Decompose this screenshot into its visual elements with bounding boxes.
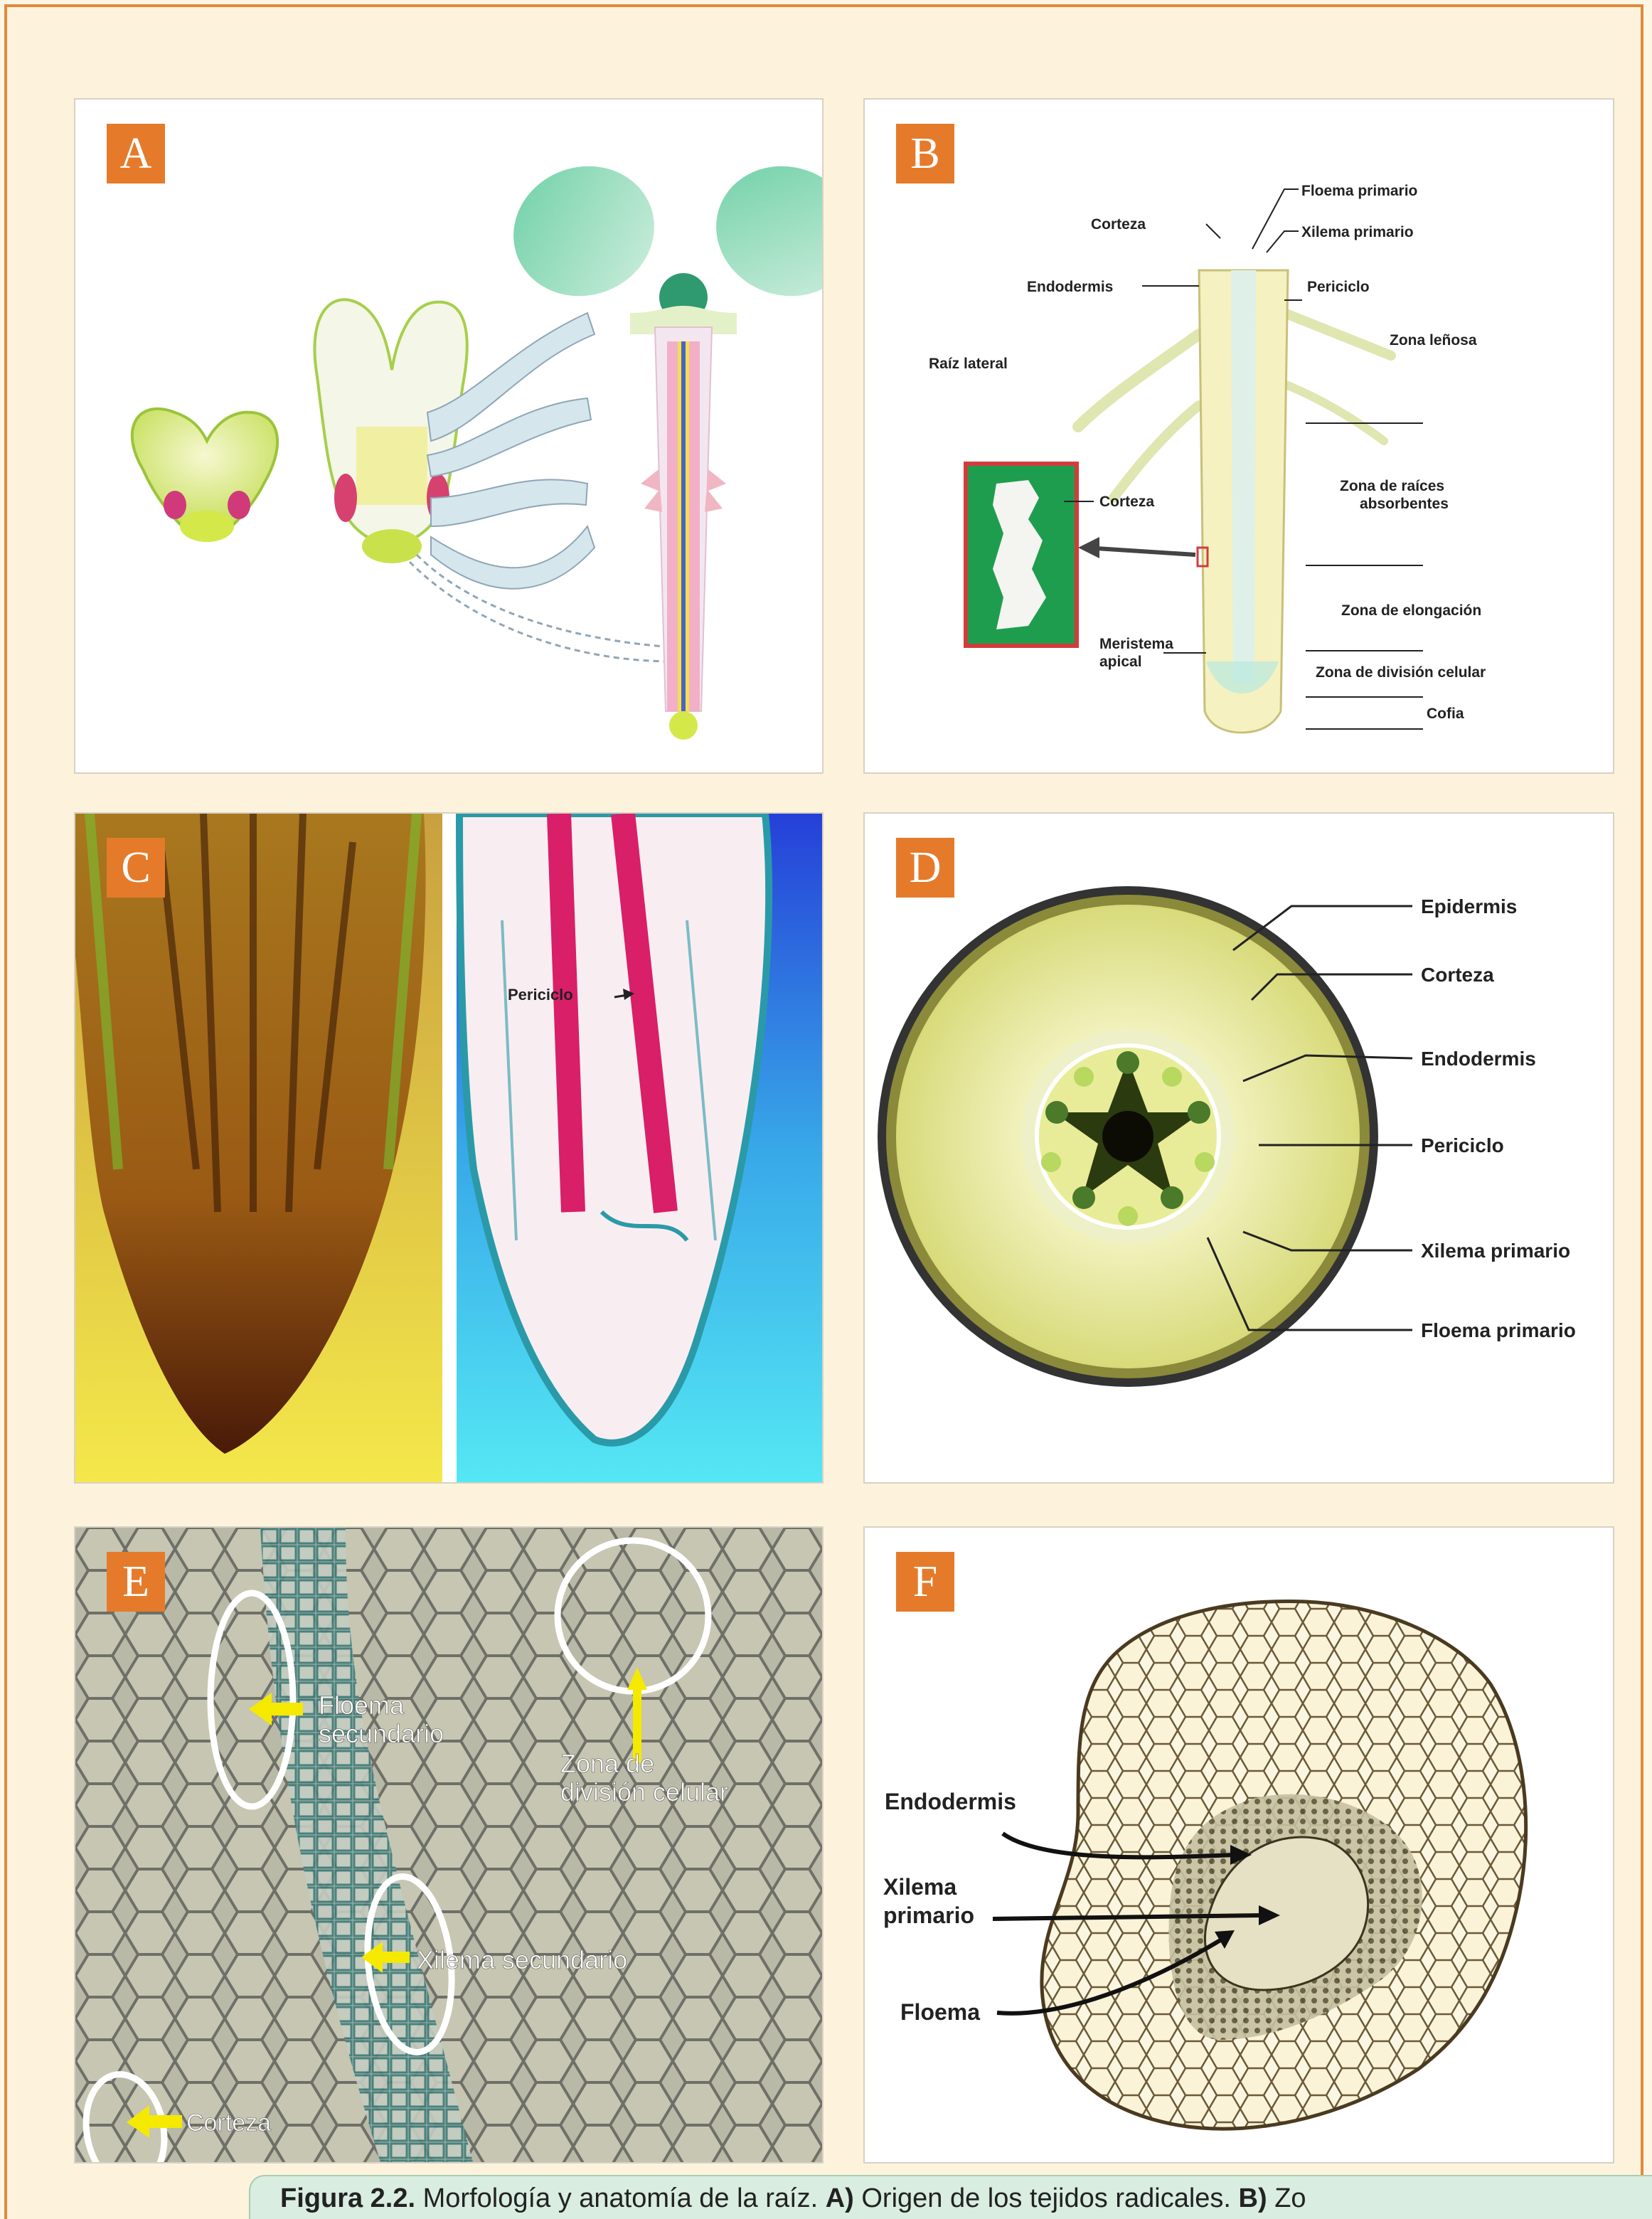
label-xilema-secundario: Xilema secundario	[417, 1945, 627, 1974]
caption-figure-label: Figura 2.2.	[280, 2183, 415, 2213]
panel-d-cross-section: D Epidermis Corteza Endodermis Periciclo	[863, 812, 1614, 1484]
root-cross-section-diagram: Epidermis Corteza Endodermis Periciclo X…	[865, 814, 1614, 1484]
label-periciclo: Periciclo	[1307, 279, 1370, 295]
embryo-stage-b	[314, 299, 673, 661]
panel-c-badge: C	[107, 838, 165, 898]
label-xilema: Xilema	[883, 1874, 956, 1900]
caption-text-1: Morfología y anatomía de la raíz.	[415, 2183, 826, 2213]
label-endodermis: Endodermis	[1027, 279, 1113, 295]
label-zona-de: Zona de	[560, 1749, 654, 1778]
label-meristema: Meristema	[1099, 636, 1173, 652]
panel-f-cross-section-drawing: F Endodermis Xilema primario F	[863, 1526, 1614, 2164]
root-longitudinal-diagram: Floema primario Corteza Xilema primario …	[865, 100, 1614, 774]
panel-b-badge: B	[896, 124, 954, 183]
label-endodermis: Endodermis	[1421, 1048, 1536, 1070]
label-endodermis: Endodermis	[885, 1789, 1016, 1814]
panel-e-secondary-growth: E Floema secundario Zona	[74, 1526, 824, 2164]
caption-text-3: Zo	[1267, 2183, 1306, 2213]
panel-d-badge: D	[896, 838, 954, 898]
label-xilema-primario: Xilema primario	[1421, 1240, 1570, 1262]
label-zona-lenosa: Zona leñosa	[1390, 332, 1477, 348]
label-absorbentes: absorbentes	[1360, 496, 1449, 512]
label-corteza-top: Corteza	[1091, 216, 1146, 233]
caption-text-2: Origen de los tejidos radicales.	[854, 2183, 1239, 2213]
caption-a-label: A)	[826, 2183, 854, 2213]
label-raiz-lateral: Raíz lateral	[929, 356, 1008, 372]
panel-f-badge: F	[896, 1552, 954, 1612]
figure-caption: Figura 2.2. Morfología y anatomía de la …	[249, 2175, 1652, 2219]
panel-e-badge: E	[107, 1552, 165, 1612]
embryo-development-illustration: A B C	[75, 100, 824, 774]
root-cross-section-drawing: Endodermis Xilema primario Floema	[865, 1528, 1614, 2164]
embryo-stage-a	[132, 409, 277, 542]
label-floema-primario: Floema primario	[1301, 183, 1417, 199]
label-epidermis: Epidermis	[1421, 895, 1517, 917]
panel-b-root-zones: B Floema primario	[863, 98, 1614, 774]
label-corteza: Corteza	[1421, 964, 1494, 986]
label-floema-secundario-2: secundario	[319, 1719, 444, 1748]
label-zona-elongacion: Zona de elongación	[1341, 602, 1481, 619]
label-cofia: Cofia	[1427, 706, 1464, 722]
panel-a-badge: A	[107, 124, 165, 183]
panel-c-micrographs: C Periciclo	[74, 812, 824, 1484]
caption-b-label: B)	[1239, 2183, 1267, 2213]
label-floema-secundario-1: Floema	[319, 1691, 405, 1720]
label-division-celular: división celular	[560, 1777, 728, 1806]
seedling-stage-c	[495, 147, 824, 740]
label-corteza-inset: Corteza	[1099, 494, 1154, 510]
label-floema: Floema	[900, 1999, 980, 2025]
label-corteza: Corteza	[186, 2109, 271, 2136]
label-apical: apical	[1099, 654, 1142, 670]
label-periciclo-micrograph: Periciclo	[508, 986, 573, 1004]
label-xilema-primario: Xilema primario	[1301, 224, 1414, 240]
panel-a-embryo: A	[74, 98, 824, 774]
label-floema-primario: Floema primario	[1421, 1319, 1576, 1341]
root-tip-micrographs: Periciclo	[75, 814, 824, 1484]
label-primario: primario	[883, 1903, 974, 1928]
label-periciclo: Periciclo	[1421, 1134, 1504, 1156]
label-zona-division: Zona de división celular	[1316, 664, 1486, 681]
secondary-growth-micrograph: Floema secundario Zona de división celul…	[75, 1528, 824, 2164]
label-zona-raices: Zona de raíces	[1340, 478, 1444, 494]
